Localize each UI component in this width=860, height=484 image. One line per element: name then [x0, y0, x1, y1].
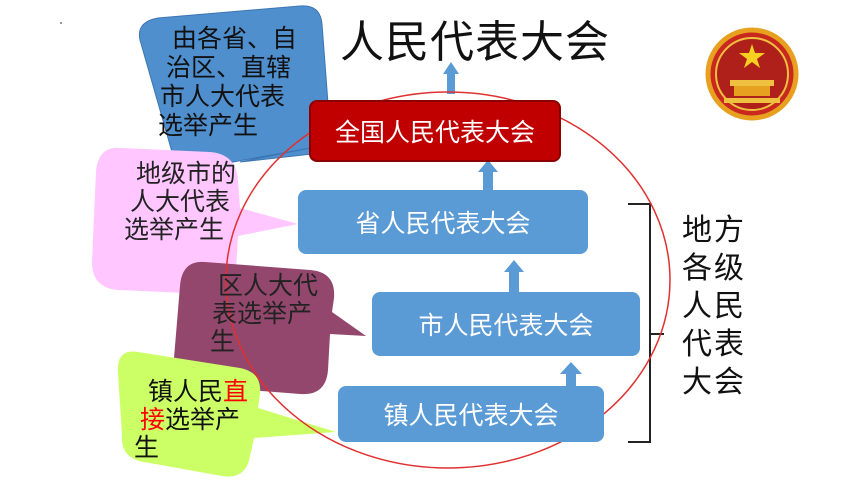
text-span: 选举产 — [165, 405, 241, 434]
bubble-line: 地级市的 — [136, 159, 237, 188]
up-arrow-icon — [560, 362, 582, 388]
bubble-line: 生 — [210, 327, 236, 356]
bubble-line: 治区、直辖 — [166, 53, 292, 82]
bubble-town-text: 镇人民直 接选举产 生 — [134, 378, 248, 462]
bubble-province — [92, 147, 298, 295]
bubble-line: 生 — [134, 433, 160, 462]
stray-dot — [60, 22, 62, 24]
bubble-line: 市人大代表 — [160, 82, 286, 111]
box-city-congress: 市人民代表大会 — [372, 292, 640, 356]
bubble-line: 表选举产 — [212, 299, 313, 328]
up-arrow-icon — [443, 62, 459, 94]
bubble-line: 由各省、自 — [172, 24, 298, 53]
bubble-line: 镇人民直 — [134, 378, 248, 406]
national-emblem-icon — [705, 27, 799, 121]
box-national-congress: 全国人民代表大会 — [309, 100, 561, 162]
up-arrow-icon — [478, 160, 498, 192]
side-label: 地方各级人民代表大会 — [682, 213, 746, 400]
bubble-province-text: 地级市的 人大代表 选举产生 — [124, 160, 236, 244]
bubble-line: 区人大代 — [218, 271, 319, 300]
emphasis-text: 接 — [140, 405, 166, 434]
box-provincial-congress: 省人民代表大会 — [298, 190, 588, 254]
bubble-city-text: 区人大代 表选举产 生 — [210, 272, 318, 356]
page-title: 人民代表大会 — [340, 17, 610, 68]
bubble-line: 人大代表 — [130, 187, 231, 216]
box-town-congress: 镇人民代表大会 — [338, 386, 604, 442]
bubble-national-text: 由各省、自 治区、直辖 市人大代表 选举产生 — [158, 24, 297, 140]
bubble-line: 选举产生 — [124, 215, 225, 244]
up-arrow-icon — [504, 260, 524, 292]
bubble-line: 接选举产 — [134, 406, 248, 434]
emphasis-text: 直 — [223, 377, 249, 406]
text-span: 镇人民 — [148, 377, 224, 406]
bubble-line: 选举产生 — [158, 111, 259, 140]
